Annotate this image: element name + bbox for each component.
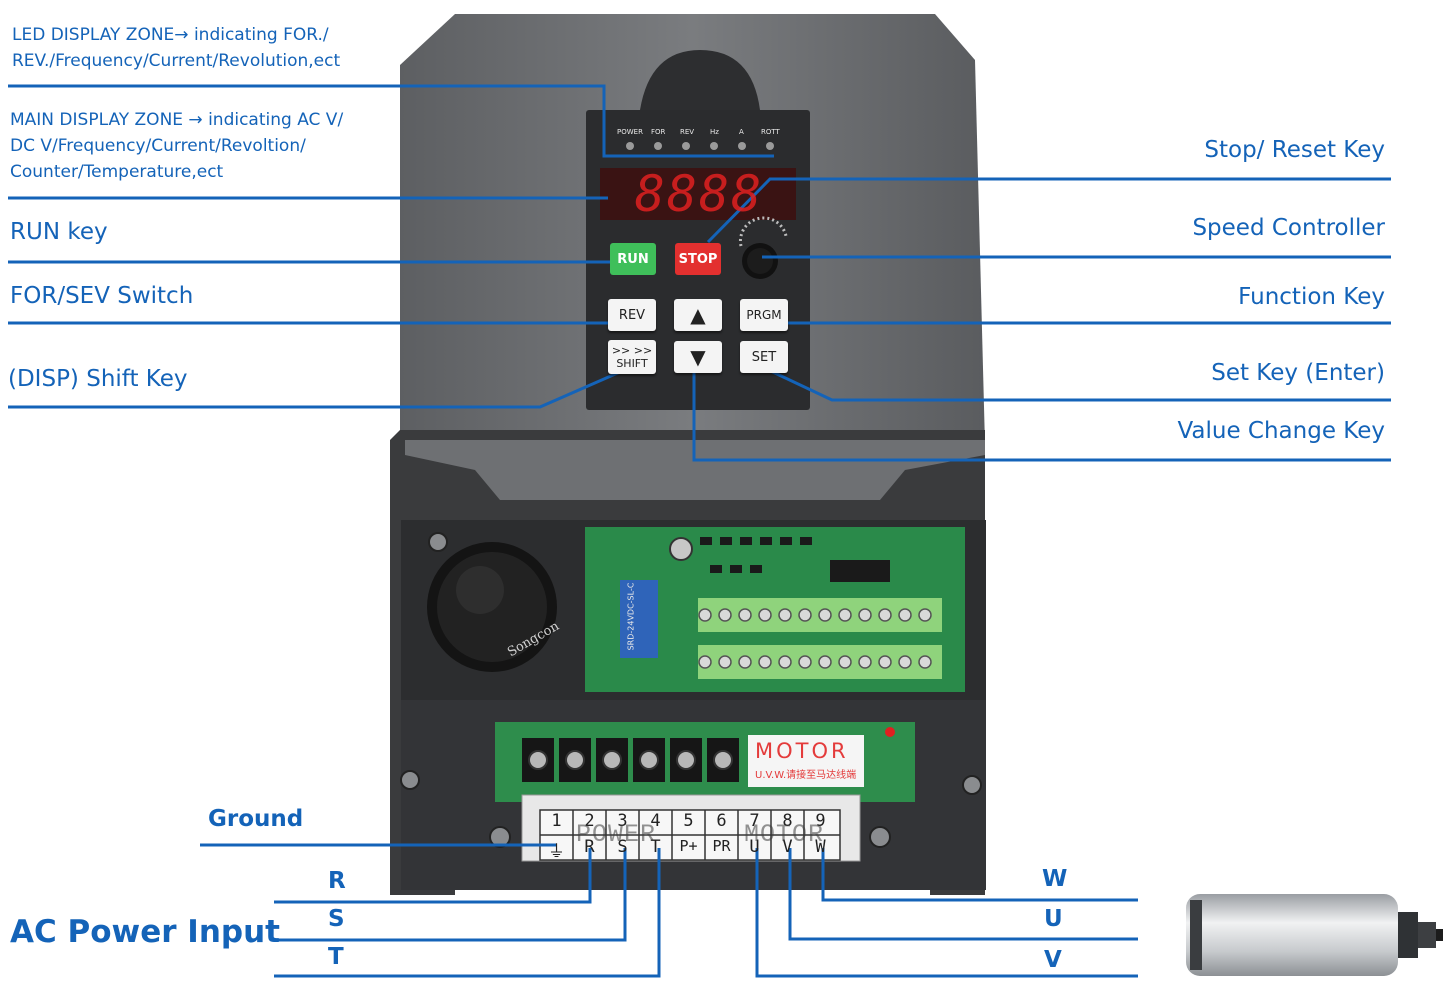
leader-lines [8,84,1391,978]
main-zone-line-1: MAIN DISPLAY ZONE → indicating AC V/ [10,110,344,130]
led-label-rev: REV [680,128,695,136]
led-zone-line-2: REV./Frequency/Current/Revolution,ect [12,51,341,71]
terminal-name: T [650,837,661,857]
panel-dome [640,50,760,110]
run-button[interactable]: RUN [610,243,656,275]
spindle-motor [1186,894,1443,976]
function-key-label: Function Key [1238,284,1385,310]
led-label-hz: Hz [710,128,719,136]
shift-key-label: (DISP) Shift Key [8,366,188,392]
terminal-name: S [617,837,628,857]
terminal-name: PR [712,837,731,855]
run-key-label: RUN key [10,219,108,245]
display-digits: 8888 [634,165,764,223]
led-label-rott: ROTT [761,128,780,136]
motor-sticker: MOTOR [755,739,849,763]
terminal-name: U [749,837,760,857]
speed-knob[interactable] [738,216,788,279]
led-zone-label: LED DISPLAY ZONE→ indicating FOR./ REV./… [12,22,340,74]
terminal-name: P+ [679,837,698,855]
up-button[interactable]: ▲ [674,299,722,331]
ground-label: Ground [208,806,304,832]
terminal-number: 7 [749,811,760,831]
shift-button[interactable]: >> >> SHIFT [608,340,656,374]
motor-v-label: V [1044,947,1062,973]
set-key-label: Set Key (Enter) [1211,360,1385,386]
down-button[interactable]: ▼ [674,341,722,373]
rev-button[interactable]: REV [608,299,656,331]
phase-t-label: T [328,944,344,970]
bulk-capacitor [427,542,557,672]
terminal-number: 6 [716,811,727,831]
shift-label: SHIFT [616,357,648,370]
phase-r-label: R [328,868,346,894]
led-label-for: FOR [651,128,666,136]
main-zone-label: MAIN DISPLAY ZONE → indicating AC V/ DC … [10,107,343,185]
motor-w-label: W [1042,866,1068,892]
motor-u-label: U [1044,906,1063,932]
main-zone-line-2: DC V/Frequency/Current/Revoltion/ [10,136,306,156]
terminal-ground-icon: ⏚ [548,842,565,862]
relay-label: SRD-24VDC-SL-C [626,582,636,651]
led-label-a: A [739,128,744,136]
ac-power-input-label: AC Power Input [10,914,280,950]
motor-sticker-sub: U.V.W.请接至马达线端 [755,770,857,781]
terminal-number: 4 [650,811,661,831]
terminal-number: 9 [815,811,826,831]
terminal-group-motor: MOTOR [744,820,825,849]
led-label-power: POWER [617,128,643,136]
terminal-name: V [782,837,793,857]
status-led-row [626,142,774,150]
terminal-name: W [815,837,826,857]
terminal-number: 8 [782,811,793,831]
phase-s-label: S [328,906,345,932]
stop-reset-label: Stop/ Reset Key [1204,137,1385,163]
led-zone-line-1: LED DISPLAY ZONE→ indicating FOR./ [12,25,329,45]
main-zone-line-3: Counter/Temperature,ect [10,162,224,182]
value-change-label: Value Change Key [1177,418,1385,444]
terminal-name: R [584,837,595,857]
stop-button[interactable]: STOP [675,243,721,275]
shift-arrows: >> >> [611,344,653,357]
control-board [585,527,965,692]
set-button[interactable]: SET [740,341,788,373]
prgm-button[interactable]: PRGM [740,299,788,331]
terminal-group-power: POWER [576,820,657,849]
terminal-number: 5 [683,811,694,831]
terminal-number: 2 [584,811,595,831]
terminal-number: 3 [617,811,628,831]
terminal-number: 1 [551,811,562,831]
power-board [495,722,915,802]
seven-segment-display [600,168,796,220]
for-sev-label: FOR/SEV Switch [10,283,194,309]
speed-controller-label: Speed Controller [1192,215,1385,241]
